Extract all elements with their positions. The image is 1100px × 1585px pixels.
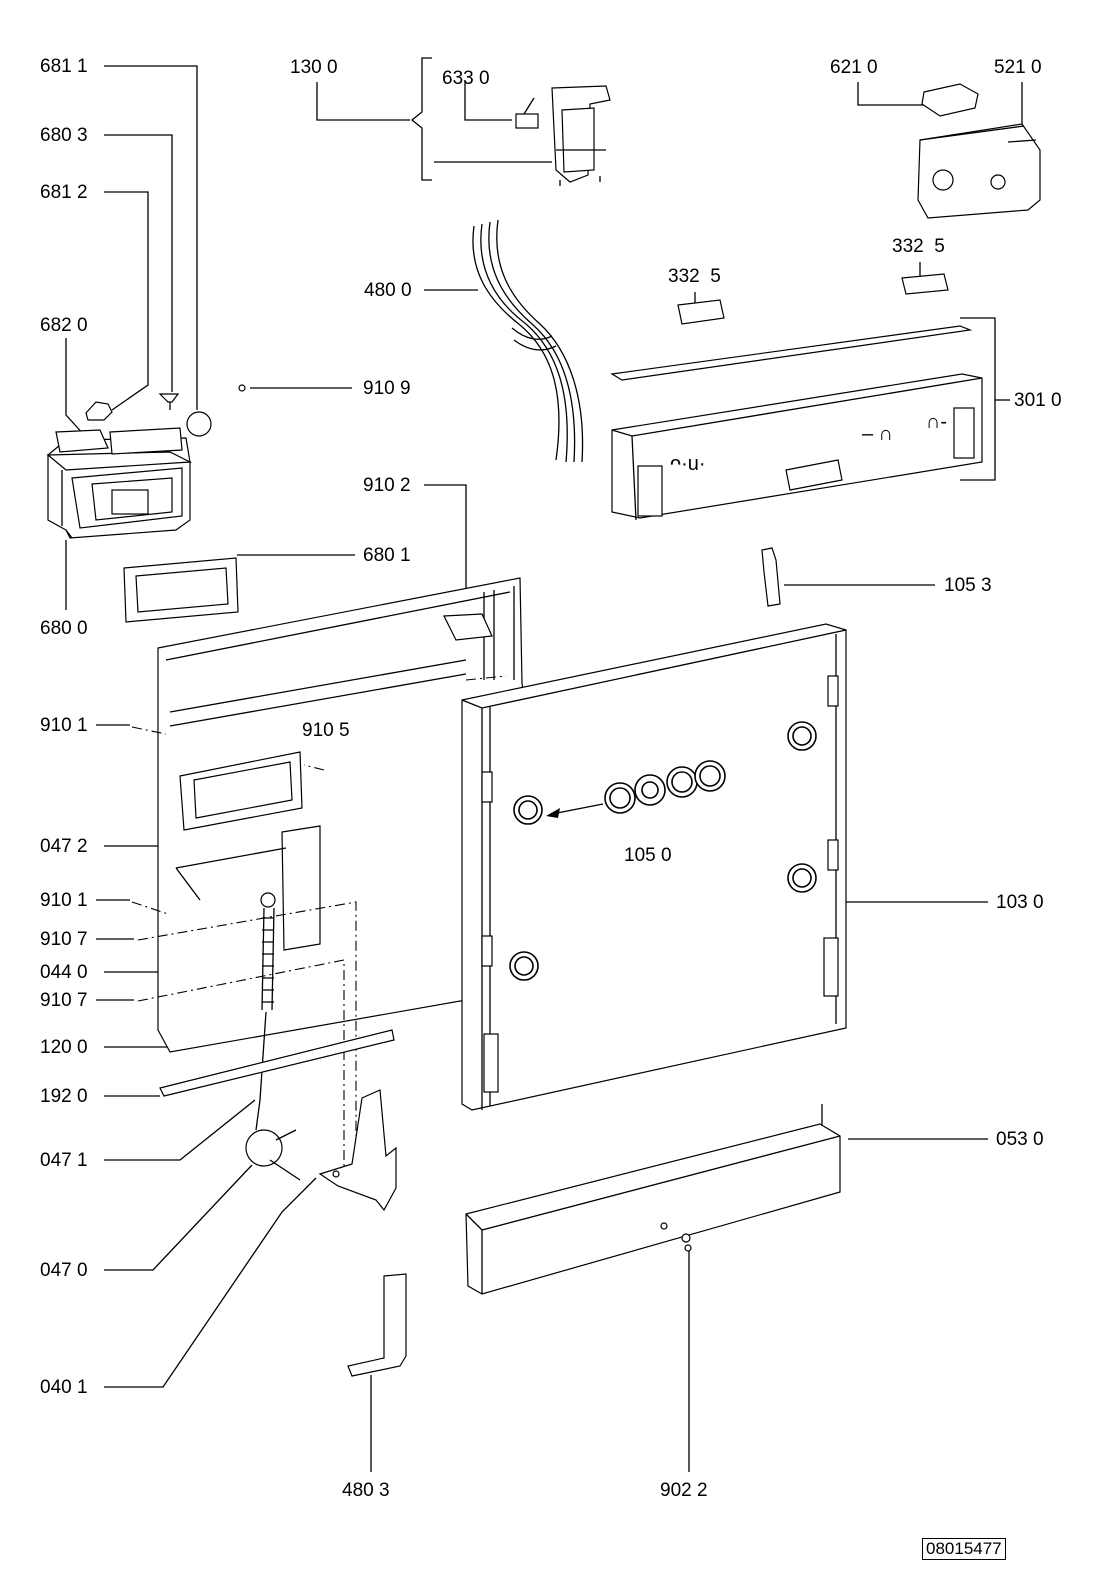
label-682-0: 682 0 (40, 315, 88, 336)
dosing-unit (46, 393, 212, 539)
label-103-0: 103 0 (996, 892, 1044, 913)
label-047-1: 047 1 (40, 1150, 88, 1171)
label-910-1-upper: 910 1 (40, 715, 88, 736)
label-681-2: 681 2 (40, 182, 88, 203)
label-621-0: 621 0 (830, 57, 878, 78)
label-480-3: 480 3 (342, 1480, 390, 1501)
label-105-0: 105 0 (624, 845, 672, 866)
label-130-0: 130 0 (290, 57, 338, 78)
electronic-module (917, 83, 1041, 219)
label-910-5: 910 5 (302, 720, 350, 741)
screw-910-9 (238, 384, 246, 392)
label-301-0: 301 0 (1014, 390, 1062, 411)
label-681-1: 681 1 (40, 56, 88, 77)
label-910-7-upper: 910 7 (40, 929, 88, 950)
outer-door (461, 623, 847, 1111)
strip-192-0 (159, 1029, 395, 1097)
dosing-seal (123, 557, 239, 623)
label-633-0: 633 0 (442, 68, 490, 89)
control-panel: ᴖ·u· – ∩ ∩- (610, 273, 983, 521)
kick-plate (465, 1104, 841, 1295)
bracket-105-3 (761, 547, 781, 607)
inner-door-panel (157, 577, 525, 1053)
label-680-1: 680 1 (363, 545, 411, 566)
label-680-0: 680 0 (40, 618, 88, 639)
door-switch (515, 85, 611, 186)
label-521-0: 521 0 (994, 57, 1042, 78)
hinge-bracket (318, 1089, 397, 1212)
label-332-5-right: 332 5 (892, 236, 945, 257)
label-680-3: 680 3 (40, 125, 88, 146)
label-480-0: 480 0 (364, 280, 412, 301)
svg-text:ᴖ·u·: ᴖ·u· (670, 453, 706, 475)
label-910-2: 910 2 (363, 475, 411, 496)
foot-bracket (347, 1273, 407, 1377)
label-120-0: 120 0 (40, 1037, 88, 1058)
label-047-0: 047 0 (40, 1260, 88, 1281)
label-902-2: 902 2 (660, 1480, 708, 1501)
label-047-2: 047 2 (40, 836, 88, 857)
label-040-1: 040 1 (40, 1377, 88, 1398)
label-332-5-left: 332 5 (668, 266, 721, 287)
label-053-0: 053 0 (996, 1129, 1044, 1150)
label-910-1-lower: 910 1 (40, 890, 88, 911)
label-910-9: 910 9 (363, 378, 411, 399)
label-192-0: 192 0 (40, 1086, 88, 1107)
dashdot-guides (131, 675, 507, 1172)
svg-text:∩-: ∩- (926, 411, 947, 433)
label-910-7-lower: 910 7 (40, 990, 88, 1011)
wiring-harness (472, 219, 584, 463)
drawing-number: 08015477 (922, 1538, 1006, 1560)
door-spring (245, 892, 301, 1181)
label-044-0: 044 0 (40, 962, 88, 983)
label-105-3: 105 3 (944, 575, 992, 596)
svg-text:– ∩: – ∩ (862, 423, 893, 445)
